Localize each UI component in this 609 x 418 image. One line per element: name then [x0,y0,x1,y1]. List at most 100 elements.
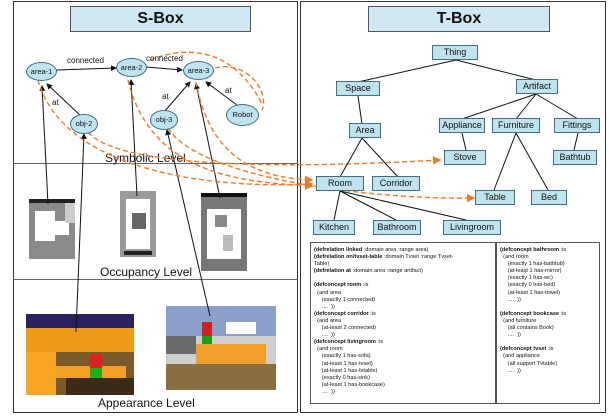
occupancy-map-1 [29,199,75,259]
definition-right-line: (exactly 1 has-wc) [500,275,566,282]
code-keyword: (defconcept bathroom [500,247,560,253]
node-area-3: area-3 [183,61,214,80]
code-text: :domain Tvset :range Tvset- [382,254,454,261]
code-text: :is [559,310,567,317]
definition-right-line [500,339,566,346]
definitions-code-left: (defrelation linked :domain area :range … [314,247,453,396]
definition-left-line: (defrelation at :domain area :range arti… [314,268,453,275]
definition-left-line: (defrelation linked :domain area :range … [314,247,453,254]
node-area-1: area-1 [26,62,57,81]
node-area: Area [349,123,381,138]
definition-left-line [314,275,453,282]
code-text: (at-least 1 has-mirror) [500,268,562,275]
code-text: :is [546,346,554,353]
code-text: (and area [314,317,342,324]
code-text: (exactly 1 has-wc) [500,275,553,282]
edge-area2-area3 [140,63,183,73]
definition-left-line: (at-least 1 has-bookcase) [314,382,453,389]
node-stove: Stove [444,150,486,165]
definition-left-line: (exactly 1 has-sofa) [314,353,453,360]
occupancy-map-3 [201,193,247,271]
node-kitchen: Kitchen [313,220,355,235]
definition-right-line: (and furniture [500,318,566,325]
definition-right-line: (defconcept tvset :is [500,346,566,353]
code-text: (at-least 1 has-tvset) [314,360,373,367]
definition-left-line: (defrelation on/tvset-table :domain Tvse… [314,254,453,261]
definition-left-line: (and area [314,318,453,325]
node-table: Table [475,190,515,205]
code-keyword: (defconcept tvset [500,346,547,353]
node-area-2: area-2 [116,58,147,77]
node-space: Space [336,81,380,96]
code-keyword: (defrelation linked [314,247,363,253]
occupancy-map-2 [120,191,156,257]
code-text: (exactly 0 has-sink) [314,374,370,381]
node-artifact: Artifact [516,79,558,94]
definitions-box-left [310,242,496,404]
definition-left-line: (defconcept corridor :is [314,311,453,318]
node-bed: Bed [531,190,567,205]
node-obj-3: obj-3 [150,110,178,130]
node-robot: Robot [226,104,259,126]
definition-right-line: .... )) [500,332,566,339]
code-text: (exactly 1 has-sofa) [314,353,371,360]
code-keyword: (defrelation at [314,268,351,275]
code-text: (all support Tvtable) [500,360,558,367]
definition-right-line: (at-least 1 has-mirror) [500,268,566,275]
node-obj-2: obj-2 [70,114,98,134]
code-text: .... )) [314,388,335,395]
definition-right-line: .... )) [500,297,566,304]
node-corridor: Corridor [372,176,420,191]
edge-label-at-3: at [225,86,232,95]
definition-right-line: (defconcept bookcase :is [500,311,566,318]
code-text: :is [368,310,376,317]
code-text: (exactly 1 connected) [314,296,375,303]
definition-left-line: (and room [314,346,453,353]
definition-right-line: (and room [500,254,566,261]
node-thing: Thing [432,45,478,60]
definitions-code-right: (defconcept bathroom :is (and room (exac… [500,247,566,375]
code-keyword: (defconcept bookcase [500,310,560,317]
code-text: (and area [314,289,342,296]
code-text: (at-least 2 connected) [314,325,376,332]
definition-right-line: (at-least 1 has-towel) [500,290,566,297]
code-text: (and room [314,346,343,353]
appearance-image-2 [166,306,276,390]
code-text: (exactly 1 has-bathtub) [500,261,565,268]
code-text: .... )) [314,332,335,339]
code-text: .... )) [500,367,521,374]
edge-label-connected-2: connected [146,54,183,63]
definitions-box-right [496,242,600,404]
code-text: .... )) [314,303,335,310]
node-bathroom: Bathroom [373,220,421,235]
occupancy-divider [13,279,298,280]
symbolic-divider [13,163,298,164]
definition-right-line: (defconcept bathroom :is [500,247,566,254]
edge-obj2-area1 [46,83,83,118]
code-text: (all contains Book) [500,325,554,332]
edge-area1-area2 [51,65,117,74]
code-text: .... )) [500,332,521,339]
definition-left-line: (at-least 1 has-tvset) [314,361,453,368]
code-text: (and furniture [500,317,537,324]
code-text [500,339,502,345]
definition-left-line: (exactly 1 connected) [314,297,453,304]
edge-label-connected-1: connected [67,56,104,65]
definition-right-line: (exactly 1 has-bathtub) [500,261,566,268]
code-text [314,275,316,281]
code-keyword: (defconcept livingroom [314,339,376,346]
appearance-image-1 [26,314,134,395]
code-text: (at-least 1 has-towel) [500,289,560,296]
code-text: :domain area :range artifact) [351,268,423,275]
code-text: (and appliance [500,353,540,360]
node-appliance: Appliance [439,118,485,133]
node-room: Room [316,176,364,191]
code-text: :is [375,339,384,346]
definition-right-line [500,304,566,311]
node-fittings: Fittings [554,118,600,133]
definition-right-line: (all support Tvtable) [500,361,566,368]
code-keyword: (defrelation on/tvset-table [314,254,383,261]
code-text: :domain area :range area) [362,247,429,253]
edge-label-at-2: at [162,92,169,101]
